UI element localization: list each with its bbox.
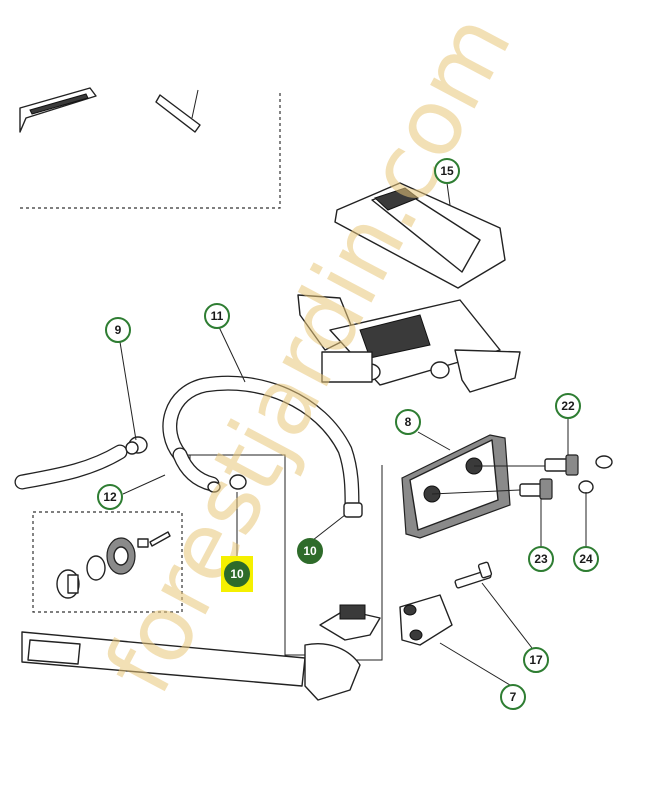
svg-text:24: 24 — [579, 552, 593, 566]
callout-17[interactable]: 17 — [523, 647, 549, 673]
tank-cap-assembly — [56, 531, 171, 599]
callout-22[interactable]: 22 — [555, 393, 581, 419]
bolt-17 — [454, 561, 493, 589]
svg-text:23: 23 — [534, 552, 548, 566]
svg-text:11: 11 — [211, 309, 224, 323]
grommet-10 — [207, 474, 247, 493]
svg-text:7: 7 — [510, 690, 517, 704]
handlebar-tube — [21, 604, 381, 701]
callout-12[interactable]: 12 — [97, 484, 123, 510]
svg-text:10: 10 — [303, 544, 317, 558]
hose-11 — [162, 375, 363, 518]
callout-10-filled[interactable]: 10 — [297, 538, 323, 564]
inset-frame-top — [20, 90, 281, 209]
svg-text:10: 10 — [230, 567, 244, 581]
svg-text:8: 8 — [405, 415, 412, 429]
callout-10-highlighted[interactable]: 10 — [224, 561, 250, 587]
svg-text:15: 15 — [440, 164, 454, 178]
upper-left-fragment — [19, 87, 201, 133]
callout-15[interactable]: 15 — [434, 158, 460, 184]
inset-frame-cap — [32, 511, 183, 613]
callout-9[interactable]: 9 — [105, 317, 131, 343]
grommet-9 — [125, 436, 148, 455]
callout-11[interactable]: 11 — [204, 303, 230, 329]
throttle-handle-assembly — [297, 182, 521, 393]
clamp-7 — [399, 594, 453, 646]
svg-text:9: 9 — [115, 323, 122, 337]
callout-8[interactable]: 8 — [395, 409, 421, 435]
callout-7[interactable]: 7 — [500, 684, 526, 710]
callout-24[interactable]: 24 — [573, 546, 599, 572]
callout-23[interactable]: 23 — [528, 546, 554, 572]
screw-23 — [519, 478, 594, 500]
leader-lines — [119, 182, 587, 686]
screw-22 — [544, 454, 613, 476]
svg-text:22: 22 — [561, 399, 575, 413]
svg-text:12: 12 — [103, 490, 117, 504]
plate-8 — [401, 434, 545, 539]
svg-text:17: 17 — [529, 653, 543, 667]
hose-12 — [14, 444, 128, 490]
